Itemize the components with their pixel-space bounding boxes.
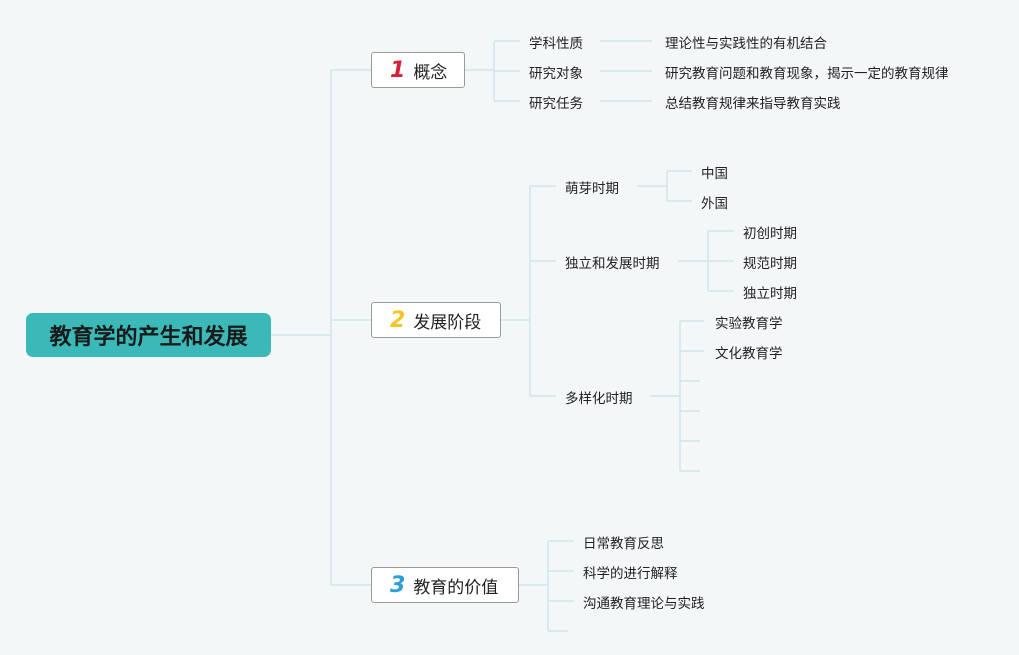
branch-number-2: 2 xyxy=(390,307,406,333)
topic-founding-period[interactable]: 初创时期 xyxy=(743,226,797,242)
topic-scientific-explanation[interactable]: 科学的进行解释 xyxy=(583,566,678,582)
root-topic-label: 教育学的产生和发展 xyxy=(49,325,248,350)
branch-number-1: 1 xyxy=(390,57,406,83)
branch-education-value[interactable]: 3 教育的价值 xyxy=(371,567,519,603)
topic-discipline-nature[interactable]: 学科性质 xyxy=(529,36,583,52)
branch-development-stages[interactable]: 2 发展阶段 xyxy=(371,302,501,338)
topic-research-task[interactable]: 研究任务 xyxy=(529,96,583,112)
topic-theory-practice[interactable]: 沟通教育理论与实践 xyxy=(583,596,705,612)
topic-china[interactable]: 中国 xyxy=(701,166,728,182)
topic-daily-reflection[interactable]: 日常教育反思 xyxy=(583,536,664,552)
topic-independent-period[interactable]: 独立和发展时期 xyxy=(565,256,660,272)
topic-foreign[interactable]: 外国 xyxy=(701,196,728,212)
branch-label-development-stages: 发展阶段 xyxy=(413,312,482,333)
topic-sprout-period[interactable]: 萌芽时期 xyxy=(565,181,619,197)
branch-number-3: 3 xyxy=(390,572,406,598)
detail-research-task[interactable]: 总结教育规律来指导教育实践 xyxy=(665,96,841,112)
detail-discipline-nature[interactable]: 理论性与实践性的有机结合 xyxy=(665,36,827,52)
branch-label-education-value: 教育的价值 xyxy=(413,577,499,598)
topic-diverse-period[interactable]: 多样化时期 xyxy=(565,391,633,407)
topic-research-object[interactable]: 研究对象 xyxy=(529,66,583,82)
branch-concept[interactable]: 1 概念 xyxy=(371,52,465,88)
detail-research-object[interactable]: 研究教育问题和教育现象，揭示一定的教育规律 xyxy=(665,66,949,82)
topic-cultural-pedagogy[interactable]: 文化教育学 xyxy=(715,346,783,362)
root-topic[interactable]: 教育学的产生和发展 xyxy=(26,313,271,357)
topic-experimental-pedagogy[interactable]: 实验教育学 xyxy=(715,316,783,332)
topic-standard-period[interactable]: 规范时期 xyxy=(743,256,797,272)
branch-label-concept: 概念 xyxy=(413,62,448,83)
topic-independence-period[interactable]: 独立时期 xyxy=(743,286,797,302)
